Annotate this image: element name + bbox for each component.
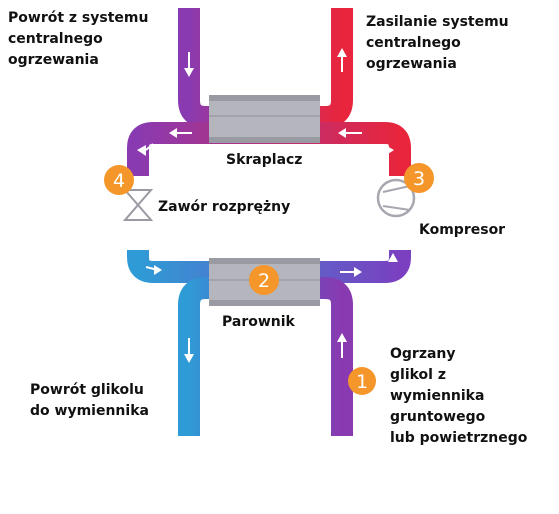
svg-text:2: 2 <box>258 270 270 292</box>
label-evaporator: Parownik <box>222 314 295 330</box>
arrow-corner-icon <box>137 143 154 156</box>
arrow-down-icon <box>184 338 194 363</box>
arrow-up-icon <box>388 253 398 262</box>
condenser-exchanger <box>209 95 320 143</box>
svg-text:3: 3 <box>413 168 425 190</box>
glycol-circuit-pipe <box>178 277 353 436</box>
flow-arrows <box>137 48 398 363</box>
step-badge-4: 4 <box>104 165 134 195</box>
svg-text:1: 1 <box>356 371 368 393</box>
label-glycol-return: Powrót glikolu do wymiennika <box>30 382 149 419</box>
arrow-left-icon <box>338 128 362 138</box>
label-heated-glycol: Ogrzany glikol z wymiennika gruntowego l… <box>390 346 528 446</box>
step-badge-3: 3 <box>404 163 434 193</box>
step-badge-1: 1 <box>348 367 376 395</box>
arrow-right-icon <box>145 265 162 275</box>
compressor-icon <box>376 178 416 218</box>
arrow-down-icon <box>184 52 194 77</box>
label-compressor: Kompresor <box>419 222 506 238</box>
label-expansion-valve: Zawór rozprężny <box>158 199 291 215</box>
svg-text:4: 4 <box>113 170 125 192</box>
label-return-central-heating: Powrót z systemu centralnego ogrzewania <box>8 10 149 68</box>
arrow-right-icon <box>340 267 362 277</box>
step-badge-2: 2 <box>249 265 279 295</box>
arrow-left-icon <box>169 128 192 138</box>
arrow-up-icon <box>337 333 347 358</box>
label-supply-central-heating: Zasilanie systemu centralnego ogrzewania <box>366 14 509 72</box>
arrow-corner-icon <box>385 145 394 156</box>
expansion-valve-icon <box>122 188 154 222</box>
arrow-up-icon <box>337 48 347 72</box>
label-condenser: Skraplacz <box>226 152 303 168</box>
